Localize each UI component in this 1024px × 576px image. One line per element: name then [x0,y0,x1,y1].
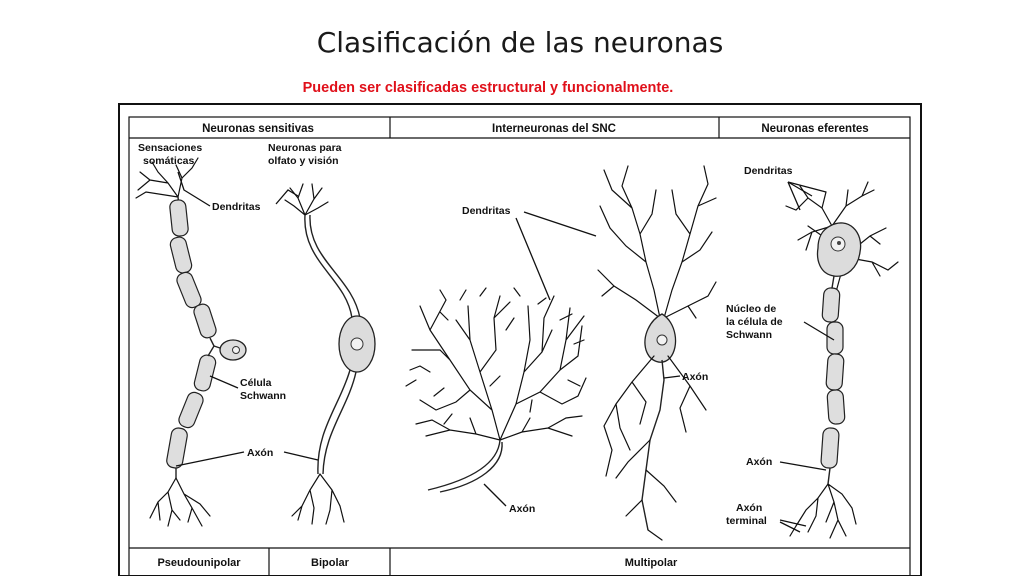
labels: Sensaciones somáticas Neuronas para olfa… [138,142,835,533]
label-axon-purkinje: Axón [509,503,535,515]
label-axon-sensitive: Axón [247,447,273,459]
header-sensitive: Neuronas sensitivas [202,123,314,135]
footer-bipolar: Bipolar [311,557,350,569]
label-nucleo: Núcleo de [726,303,776,315]
header-interneurons: Interneuronas del SNC [492,123,616,135]
label-la-celula-de: la célula de [726,316,783,328]
header-efferent: Neuronas eferentes [761,123,868,135]
page-title: Clasificación de las neuronas [316,26,724,59]
label-schwann: Schwann [240,390,286,402]
pseudounipolar-neuron [135,157,247,527]
label-schwann-nucleus: Schwann [726,329,772,341]
footer-multipolar: Multipolar [625,557,678,569]
label-axon-inter: Axón [682,371,708,383]
label-axon-terminal: Axón [736,502,762,514]
label-dendritas-inter: Dendritas [462,205,511,217]
motor-neuron [785,181,899,539]
bipolar-neuron [284,183,376,525]
label-sensaciones: Sensaciones [138,142,202,154]
label-somaticas: somáticas [143,155,195,167]
label-dendritas-sensitive: Dendritas [212,201,261,213]
pyramidal-neuron [597,165,717,541]
footer-pseudounipolar: Pseudounipolar [157,557,241,569]
page-subtitle: Pueden ser clasificadas estructural y fu… [302,80,674,96]
myelin-segments [166,199,217,469]
label-olfato-vision: olfato y visión [268,155,339,167]
label-neuronas-para: Neuronas para [268,142,342,154]
label-celula: Célula [240,377,272,389]
label-axon-efferent: Axón [746,456,772,468]
label-dendritas-efferent: Dendritas [744,165,793,177]
label-terminal: terminal [726,515,767,527]
motor-myelin-segments [820,287,846,469]
purkinje-neuron [405,287,587,493]
diagram-frame [118,103,922,576]
